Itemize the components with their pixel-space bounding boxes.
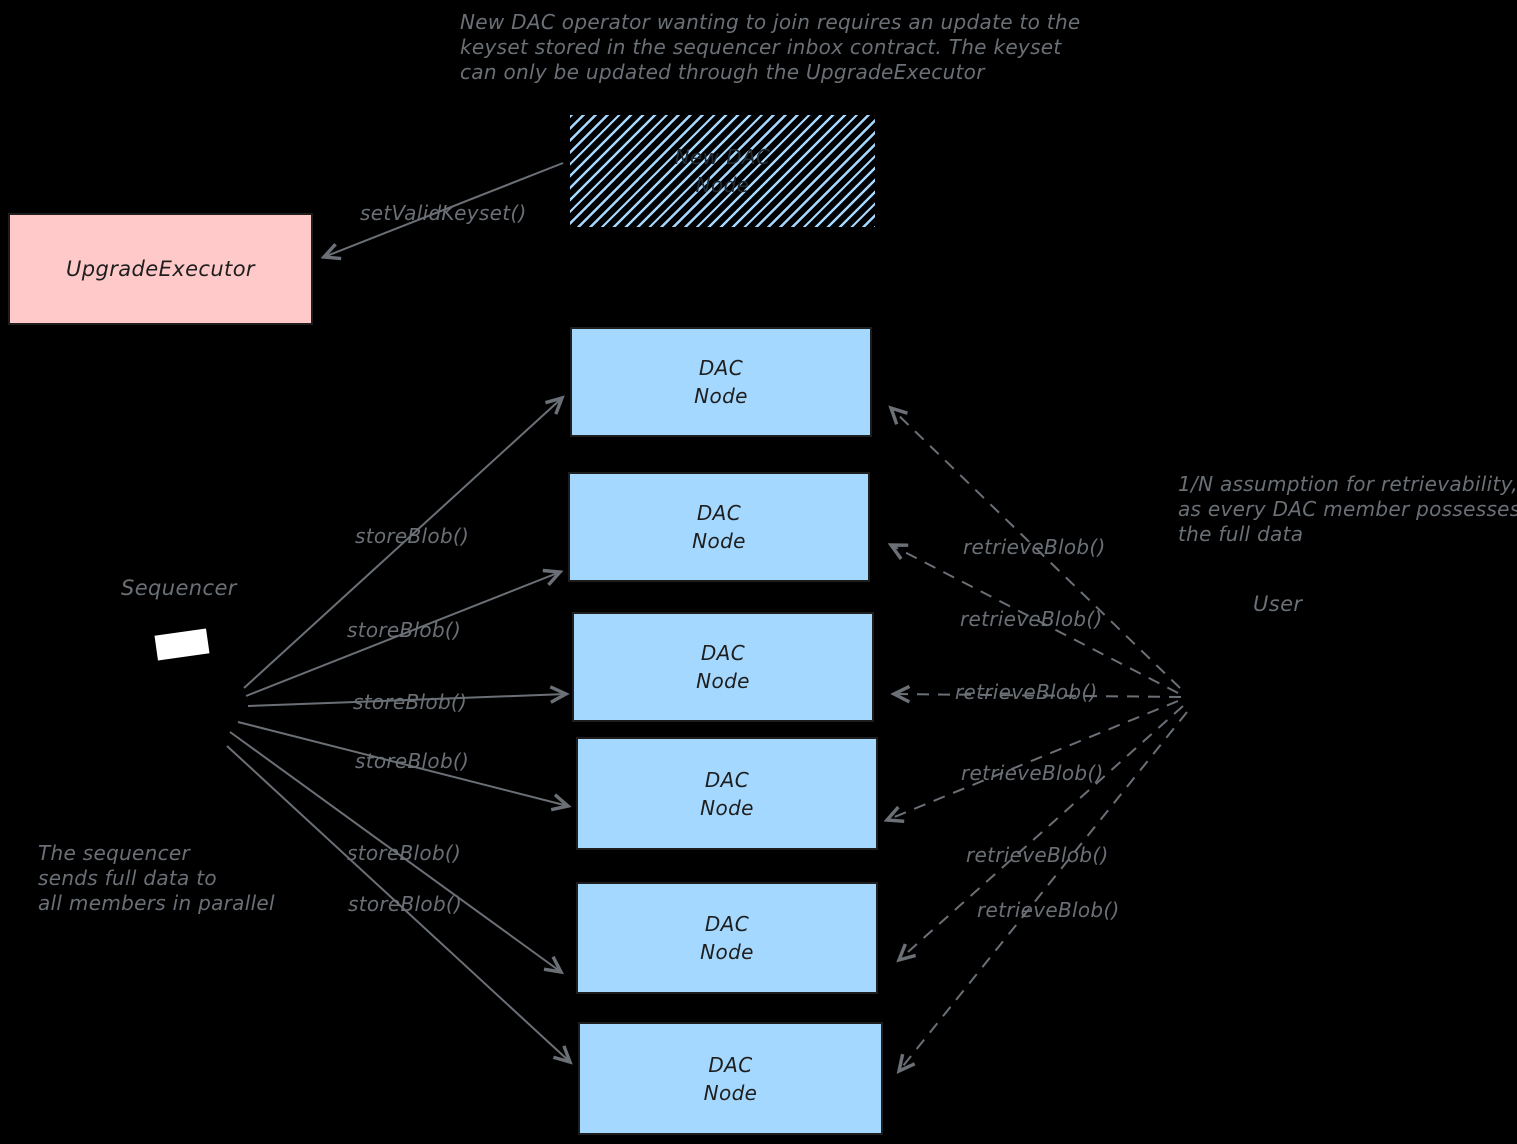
retrieve-blob-label-5: retrieveBlob() (966, 843, 1109, 867)
store-blob-label-6: storeBlob() (348, 892, 463, 916)
sequencer-screen-icon (154, 628, 210, 661)
dac-node-label-line2: Node (700, 940, 754, 964)
note-line: sends full data to (38, 866, 217, 890)
note-line: 1/N assumption for retrievability, (1178, 472, 1517, 496)
sequencer-label: Sequencer (121, 576, 237, 600)
retrieve-blob-label-1: retrieveBlob() (963, 535, 1106, 559)
dac-node-label-line1: DAC (700, 641, 746, 665)
new-dac-node-label-line2: Node (695, 173, 750, 197)
dac-node-label-line2: Node (700, 795, 754, 820)
retrieve-blob-label-4: retrieveBlob() (961, 761, 1104, 785)
note-line: The sequencer (38, 841, 191, 865)
retrieve-blob-label-6: retrieveBlob() (977, 898, 1120, 922)
note-line: all members in parallel (38, 891, 275, 915)
store-blob-label-2: storeBlob() (347, 618, 462, 642)
note-line: as every DAC member possesses (1178, 497, 1517, 521)
retrieve-blob-label-3: retrieveBlob() (955, 680, 1098, 704)
new-dac-node-label-line1: New DAC (674, 145, 771, 169)
dac-node-box-1: DAC Node (570, 327, 872, 437)
retrievability-note: 1/N assumption for retrievability, as ev… (1178, 472, 1517, 547)
dac-node-label-line2: Node (703, 1080, 758, 1105)
dac-node-box-2: DAC Node (568, 472, 870, 582)
dac-node-label-line1: DAC (696, 501, 742, 525)
upgrade-executor-box: UpgradeExecutor (8, 213, 313, 325)
keyset-note: New DAC operator wanting to join require… (460, 10, 1081, 85)
dac-node-label-line1: DAC (698, 356, 744, 380)
note-line: keyset stored in the sequencer inbox con… (460, 35, 1062, 59)
store-blob-label-5: storeBlob() (347, 841, 462, 865)
dac-node-label-line2: Node (692, 529, 746, 553)
dac-node-label-line1: DAC (708, 1052, 753, 1077)
store-blob-label-4: storeBlob() (355, 749, 470, 773)
store-blob-label-3: storeBlob() (353, 690, 468, 714)
set-valid-keyset-label: setValidKeyset() (360, 201, 527, 225)
note-line: can only be updated through the UpgradeE… (460, 60, 985, 84)
new-dac-node-box: New DAC Node (570, 115, 875, 227)
dac-node-label-line2: Node (694, 384, 748, 408)
store-blob-label-1: storeBlob() (355, 524, 470, 548)
dac-node-box-4: DAC Node (576, 737, 878, 850)
parallel-note: The sequencer sends full data to all mem… (38, 841, 275, 916)
retrieve-blob-label-2: retrieveBlob() (960, 607, 1103, 631)
note-line: New DAC operator wanting to join require… (460, 10, 1081, 34)
dac-node-box-5: DAC Node (576, 882, 878, 994)
dac-node-label-line1: DAC (704, 767, 750, 792)
user-label: User (1253, 592, 1303, 616)
dac-node-label-line1: DAC (704, 912, 750, 936)
upgrade-executor-label: UpgradeExecutor (66, 257, 255, 281)
note-line: the full data (1178, 522, 1304, 546)
dac-node-label-line2: Node (696, 669, 750, 693)
dac-node-box-6: DAC Node (578, 1022, 883, 1135)
dac-node-box-3: DAC Node (572, 612, 874, 722)
